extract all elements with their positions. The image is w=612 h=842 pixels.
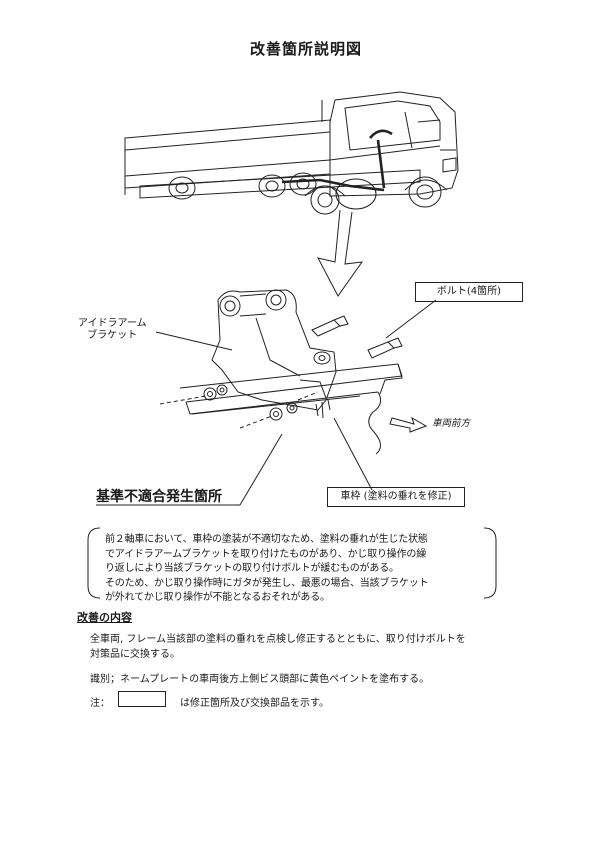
identification-text: 識別；ネームプレートの車両後方上側ビス頭部に黄色ペイントを塗布する。 (90, 674, 430, 685)
truck-drawing (124, 91, 459, 215)
description: 前２軸車において、車枠の塗装が不適切なため、塗料の垂れが生じた状態 でアイドラア… (105, 533, 493, 606)
idler-arm-bracket-label: アイドラアーム ブラケット (78, 318, 147, 342)
note-legend-box (118, 691, 166, 707)
description-line: 前２軸車において、車枠の塗装が不適切なため、塗料の垂れが生じた状態 (105, 534, 428, 545)
callout-arrow (317, 209, 364, 297)
forward-label: 車両前方 (432, 418, 471, 429)
idler-arm-label-line2: ブラケット (87, 330, 138, 341)
description-line: が外れてかじ取り操作が不能となるおそれがある。 (105, 592, 330, 603)
note-label: 注： (90, 698, 110, 709)
description-line: そのため、かじ取り操作時にガタが発生し、最悪の場合、当該ブラケット (105, 577, 429, 589)
improvement-line: 対策品に交換する。 (90, 649, 180, 660)
bracket-detail (96, 289, 437, 506)
description-line: でアイドラアームブラケットを取り付けたものがあり、かじ取り操作の繰 (105, 548, 426, 560)
note-text: は修正箇所及び交換部品を示す。 (180, 698, 329, 709)
description-line: り返しにより当該ブラケットの取り付けボルトが緩むものがある。 (105, 563, 399, 574)
improvement-body: 全車両, フレーム当該部の塗料の垂れを点検し修正するとともに、取り付けボルトを … (90, 632, 466, 662)
noncompliance-label: 基準不適合発生箇所 (96, 489, 222, 505)
bolt-label: ボルト(4箇所) (415, 282, 523, 302)
improvement-heading: 改善の内容 (77, 611, 132, 624)
improvement-line: 全車両, フレーム当該部の塗料の垂れを点検し修正するとともに、取り付けボルトを (90, 634, 466, 645)
page-title: 改善箇所説明図 (249, 40, 362, 58)
frame-label: 車枠 (塗料の垂れを修正) (327, 487, 465, 507)
idler-arm-label-line1: アイドラアーム (78, 318, 147, 329)
description-frame (87, 527, 497, 599)
